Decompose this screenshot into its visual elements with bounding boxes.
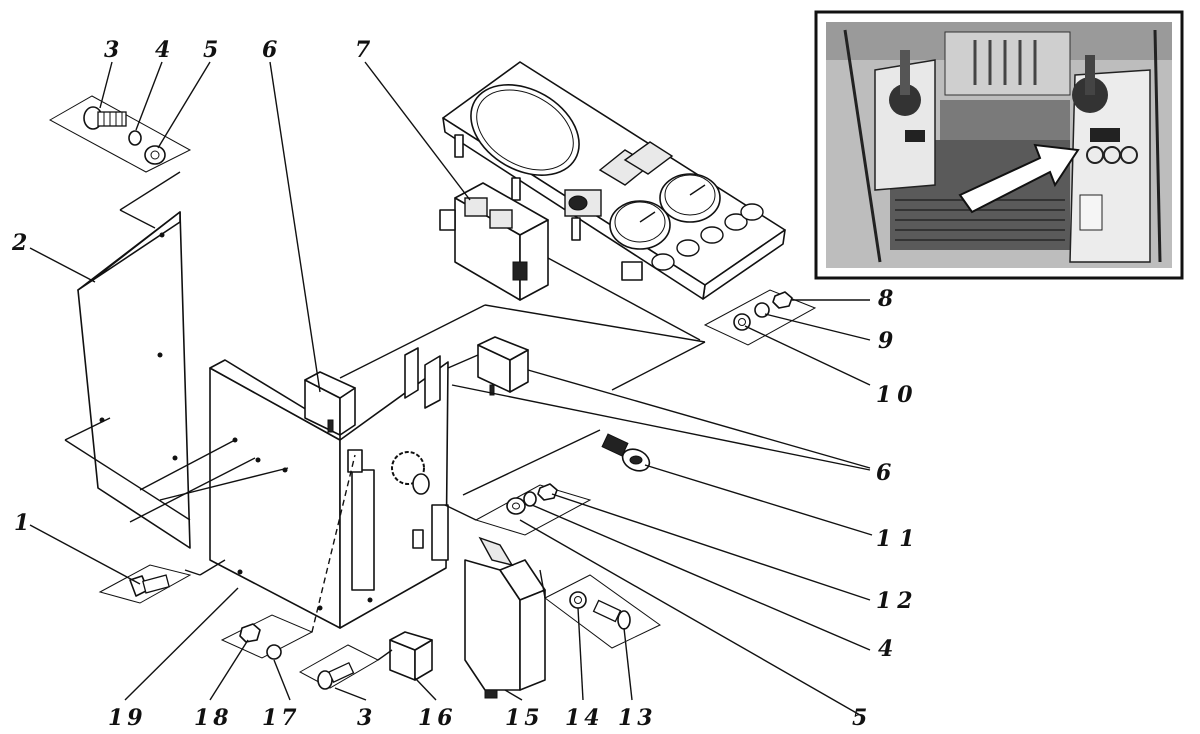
callout-18: 18 <box>194 705 233 731</box>
callout-9: 9 <box>878 328 893 354</box>
callout-10: 10 <box>876 382 919 408</box>
control-unit <box>439 182 549 301</box>
instrument-panel <box>442 61 786 300</box>
bolt <box>98 564 192 604</box>
socket <box>601 433 651 472</box>
fuse-block <box>464 536 546 699</box>
location-arrow <box>958 143 1080 214</box>
callout-19: 19 <box>108 705 147 731</box>
callout-5: 5 <box>203 37 218 63</box>
callout-13: 13 <box>618 705 657 731</box>
callout-12: 12 <box>876 588 919 614</box>
callout-4-right: 4 <box>878 636 893 662</box>
relay-right <box>477 336 529 396</box>
callout-1: 1 <box>14 510 29 536</box>
callout-11: 11 <box>876 526 923 552</box>
washer-nut-group-center <box>474 483 592 536</box>
callout-3-bottom: 3 <box>357 705 372 731</box>
callout-5-right: 5 <box>852 705 867 731</box>
relay-housing <box>209 347 449 629</box>
callout-2: 2 <box>11 230 27 256</box>
leader-lines <box>29 61 873 716</box>
callout-labels: 3 4 5 6 7 2 8 9 10 6 1 11 12 4 19 18 17 … <box>11 37 923 731</box>
callout-6-right: 6 <box>876 460 891 486</box>
washer-nut-group-right <box>703 289 817 346</box>
fastener-group-lower <box>544 574 661 649</box>
mounting-plate <box>77 211 191 549</box>
cab-location-inset <box>814 10 1184 280</box>
fastener-group-top <box>48 95 192 173</box>
callout-14: 14 <box>565 705 604 731</box>
callout-3: 3 <box>104 37 119 63</box>
callout-16: 16 <box>418 705 457 731</box>
callout-17: 17 <box>262 705 301 731</box>
relay-left <box>304 371 356 436</box>
callout-4: 4 <box>155 37 170 63</box>
callout-7: 7 <box>355 37 371 63</box>
flasher-relay <box>389 631 433 681</box>
callout-15: 15 <box>505 705 544 731</box>
callout-6: 6 <box>262 37 277 63</box>
callout-8: 8 <box>877 286 893 312</box>
fastener-group-bottom <box>220 614 380 690</box>
